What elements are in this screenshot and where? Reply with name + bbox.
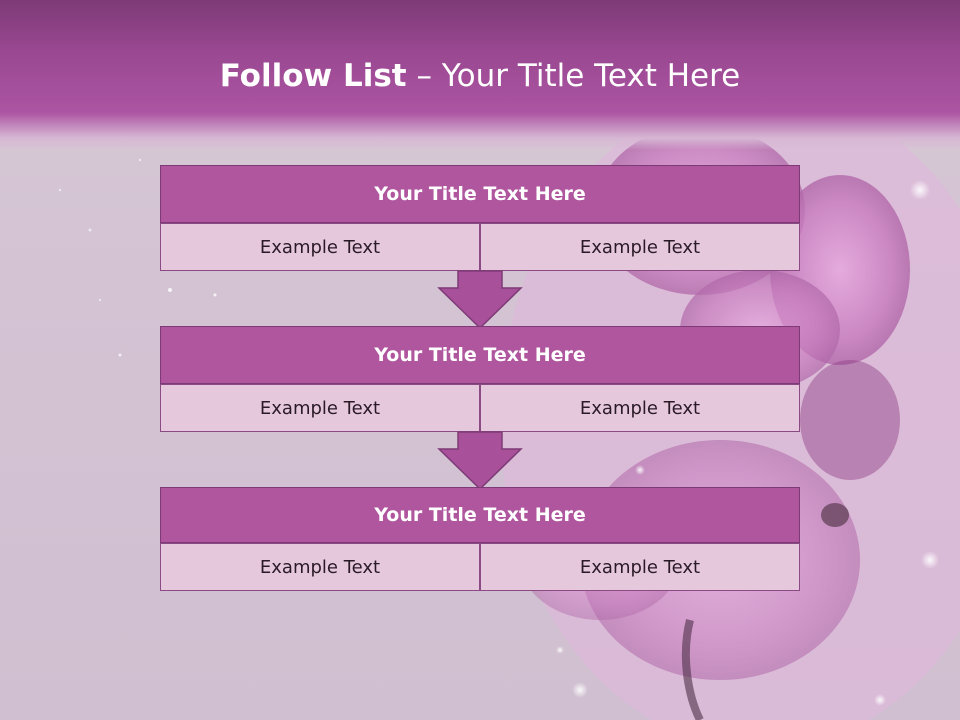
step-cell-right: Example Text <box>480 543 800 591</box>
step-cell-right: Example Text <box>480 384 800 432</box>
step-title: Your Title Text Here <box>160 487 800 543</box>
title-rest-part: – Your Title Text Here <box>406 58 741 94</box>
step-title: Your Title Text Here <box>160 165 800 223</box>
title-bold-part: Follow List <box>219 58 407 94</box>
step-cell-right: Example Text <box>480 223 800 271</box>
step-title: Your Title Text Here <box>160 326 800 384</box>
slide-title: Follow List – Your Title Text Here <box>0 56 960 96</box>
title-bar <box>0 0 960 150</box>
step-cell-left: Example Text <box>160 223 480 271</box>
step-cell-left: Example Text <box>160 543 480 591</box>
step-cell-left: Example Text <box>160 384 480 432</box>
down-arrow-icon <box>437 431 523 491</box>
down-arrow-icon <box>437 270 523 330</box>
